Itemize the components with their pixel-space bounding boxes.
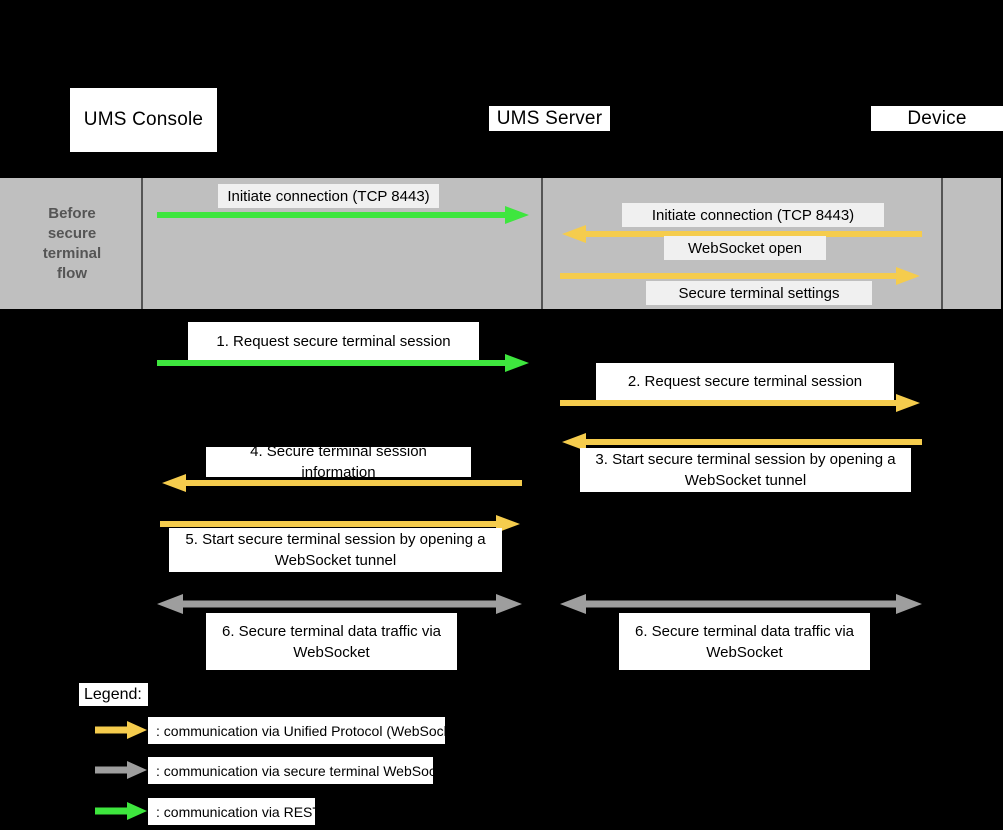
arrow-step-6-console-server bbox=[155, 593, 524, 615]
label-step-1: 1. Request secure terminal session bbox=[188, 322, 479, 360]
arrow-step-2 bbox=[560, 393, 922, 413]
label-band-initiate-connection-rest: Initiate connection (TCP 8443) bbox=[218, 184, 439, 208]
legend-arrow-unified-protocol-icon bbox=[95, 721, 147, 739]
label-step-4: 4. Secure terminal session information bbox=[206, 443, 471, 481]
legend-arrow-rest-icon bbox=[95, 802, 147, 820]
lifeline-label-ums-server: UMS Server bbox=[496, 107, 603, 129]
label-step-2: 2. Request secure terminal session bbox=[596, 363, 894, 400]
lifeline-header-ums-console: UMS Console bbox=[70, 88, 217, 152]
lifeline-header-device: Device bbox=[871, 106, 1003, 131]
legend-entry-secure-terminal: : communication via secure terminal WebS… bbox=[148, 757, 455, 784]
band-label-line-2: secure bbox=[47, 225, 97, 242]
arrow-step-5 bbox=[160, 514, 522, 534]
arrow-band-initiate-connection-unified bbox=[560, 224, 922, 244]
legend-arrow-secure-terminal-icon bbox=[95, 761, 147, 779]
label-step-6-server-device: 6. Secure terminal data traffic via WebS… bbox=[619, 613, 870, 670]
label-band-initiate-connection-unified: Initiate connection (TCP 8443) bbox=[622, 203, 884, 227]
legend-entry-unified-protocol: : communication via Unified Protocol (We… bbox=[148, 717, 467, 744]
arrow-step-4 bbox=[160, 473, 522, 493]
arrow-band-secure-terminal-settings bbox=[560, 266, 922, 286]
band-label-before-secure-terminal-flow: Before secure terminal flow bbox=[8, 200, 136, 288]
band-label-line-3: terminal bbox=[42, 245, 102, 262]
arrow-step-3 bbox=[560, 432, 922, 452]
band-cell-console-server bbox=[143, 178, 543, 309]
band-cell-server-device bbox=[543, 178, 943, 309]
arrow-band-initiate-connection-rest bbox=[157, 205, 529, 225]
arrow-step-1 bbox=[157, 353, 529, 373]
label-step-3: 3. Start secure terminal session by open… bbox=[580, 448, 911, 492]
label-band-secure-terminal-settings: Secure terminal settings bbox=[646, 281, 872, 305]
lifeline-label-ums-console: UMS Console bbox=[83, 109, 204, 130]
lifeline-label-device: Device bbox=[907, 107, 967, 129]
label-step-5: 5. Start secure terminal session by open… bbox=[169, 528, 502, 572]
band-cell-right-margin bbox=[943, 178, 1001, 309]
band-label-line-4: flow bbox=[57, 265, 87, 282]
legend-entry-rest: : communication via REST bbox=[148, 798, 321, 825]
arrow-step-6-server-device bbox=[558, 593, 924, 615]
label-band-websocket-open: WebSocket open bbox=[664, 236, 826, 260]
lifeline-header-ums-server: UMS Server bbox=[489, 106, 610, 131]
band-label-line-1: Before bbox=[48, 205, 96, 222]
band-cell-label bbox=[0, 178, 143, 309]
legend-title: Legend: bbox=[79, 683, 148, 706]
label-step-6-console-server: 6. Secure terminal data traffic via WebS… bbox=[206, 613, 457, 670]
